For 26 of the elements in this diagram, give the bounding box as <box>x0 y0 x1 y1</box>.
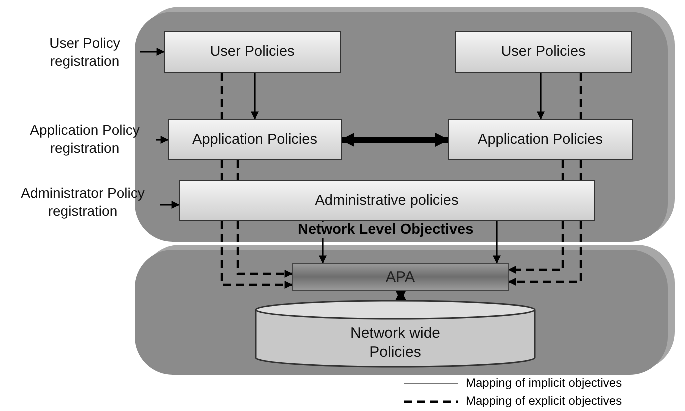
apa-bar: APA <box>292 263 509 291</box>
arrow <box>140 48 165 56</box>
policy-box: Application Policies <box>448 119 633 160</box>
policy-box: Application Policies <box>168 119 342 160</box>
arrow <box>156 136 169 144</box>
registration-text: Administrator Policy registration <box>6 184 160 220</box>
section-heading: Network Level Objectives <box>296 222 476 238</box>
registration-text: Application Policy registration <box>14 121 156 157</box>
legend-text: Mapping of explicit objectives <box>466 394 622 408</box>
arrow <box>493 221 501 264</box>
lower-panel <box>135 250 668 375</box>
policy-box: User Policies <box>455 31 632 73</box>
node-label: Network wide Policies <box>349 324 442 363</box>
policy-box: Administrative policies <box>179 180 595 221</box>
dashed-arrow <box>508 221 582 286</box>
database-cylinder <box>255 300 536 368</box>
dashed-arrow <box>220 221 293 289</box>
arrow <box>537 73 545 120</box>
arrow <box>251 73 259 120</box>
registration-text: User Policy registration <box>30 34 140 70</box>
double-arrow <box>340 133 450 147</box>
legend-text: Mapping of implicit objectives <box>466 376 622 390</box>
dashed-arrow <box>236 221 293 278</box>
policy-box: User Policies <box>164 31 341 73</box>
arrow <box>160 201 180 209</box>
dashed-arrow <box>508 221 564 274</box>
